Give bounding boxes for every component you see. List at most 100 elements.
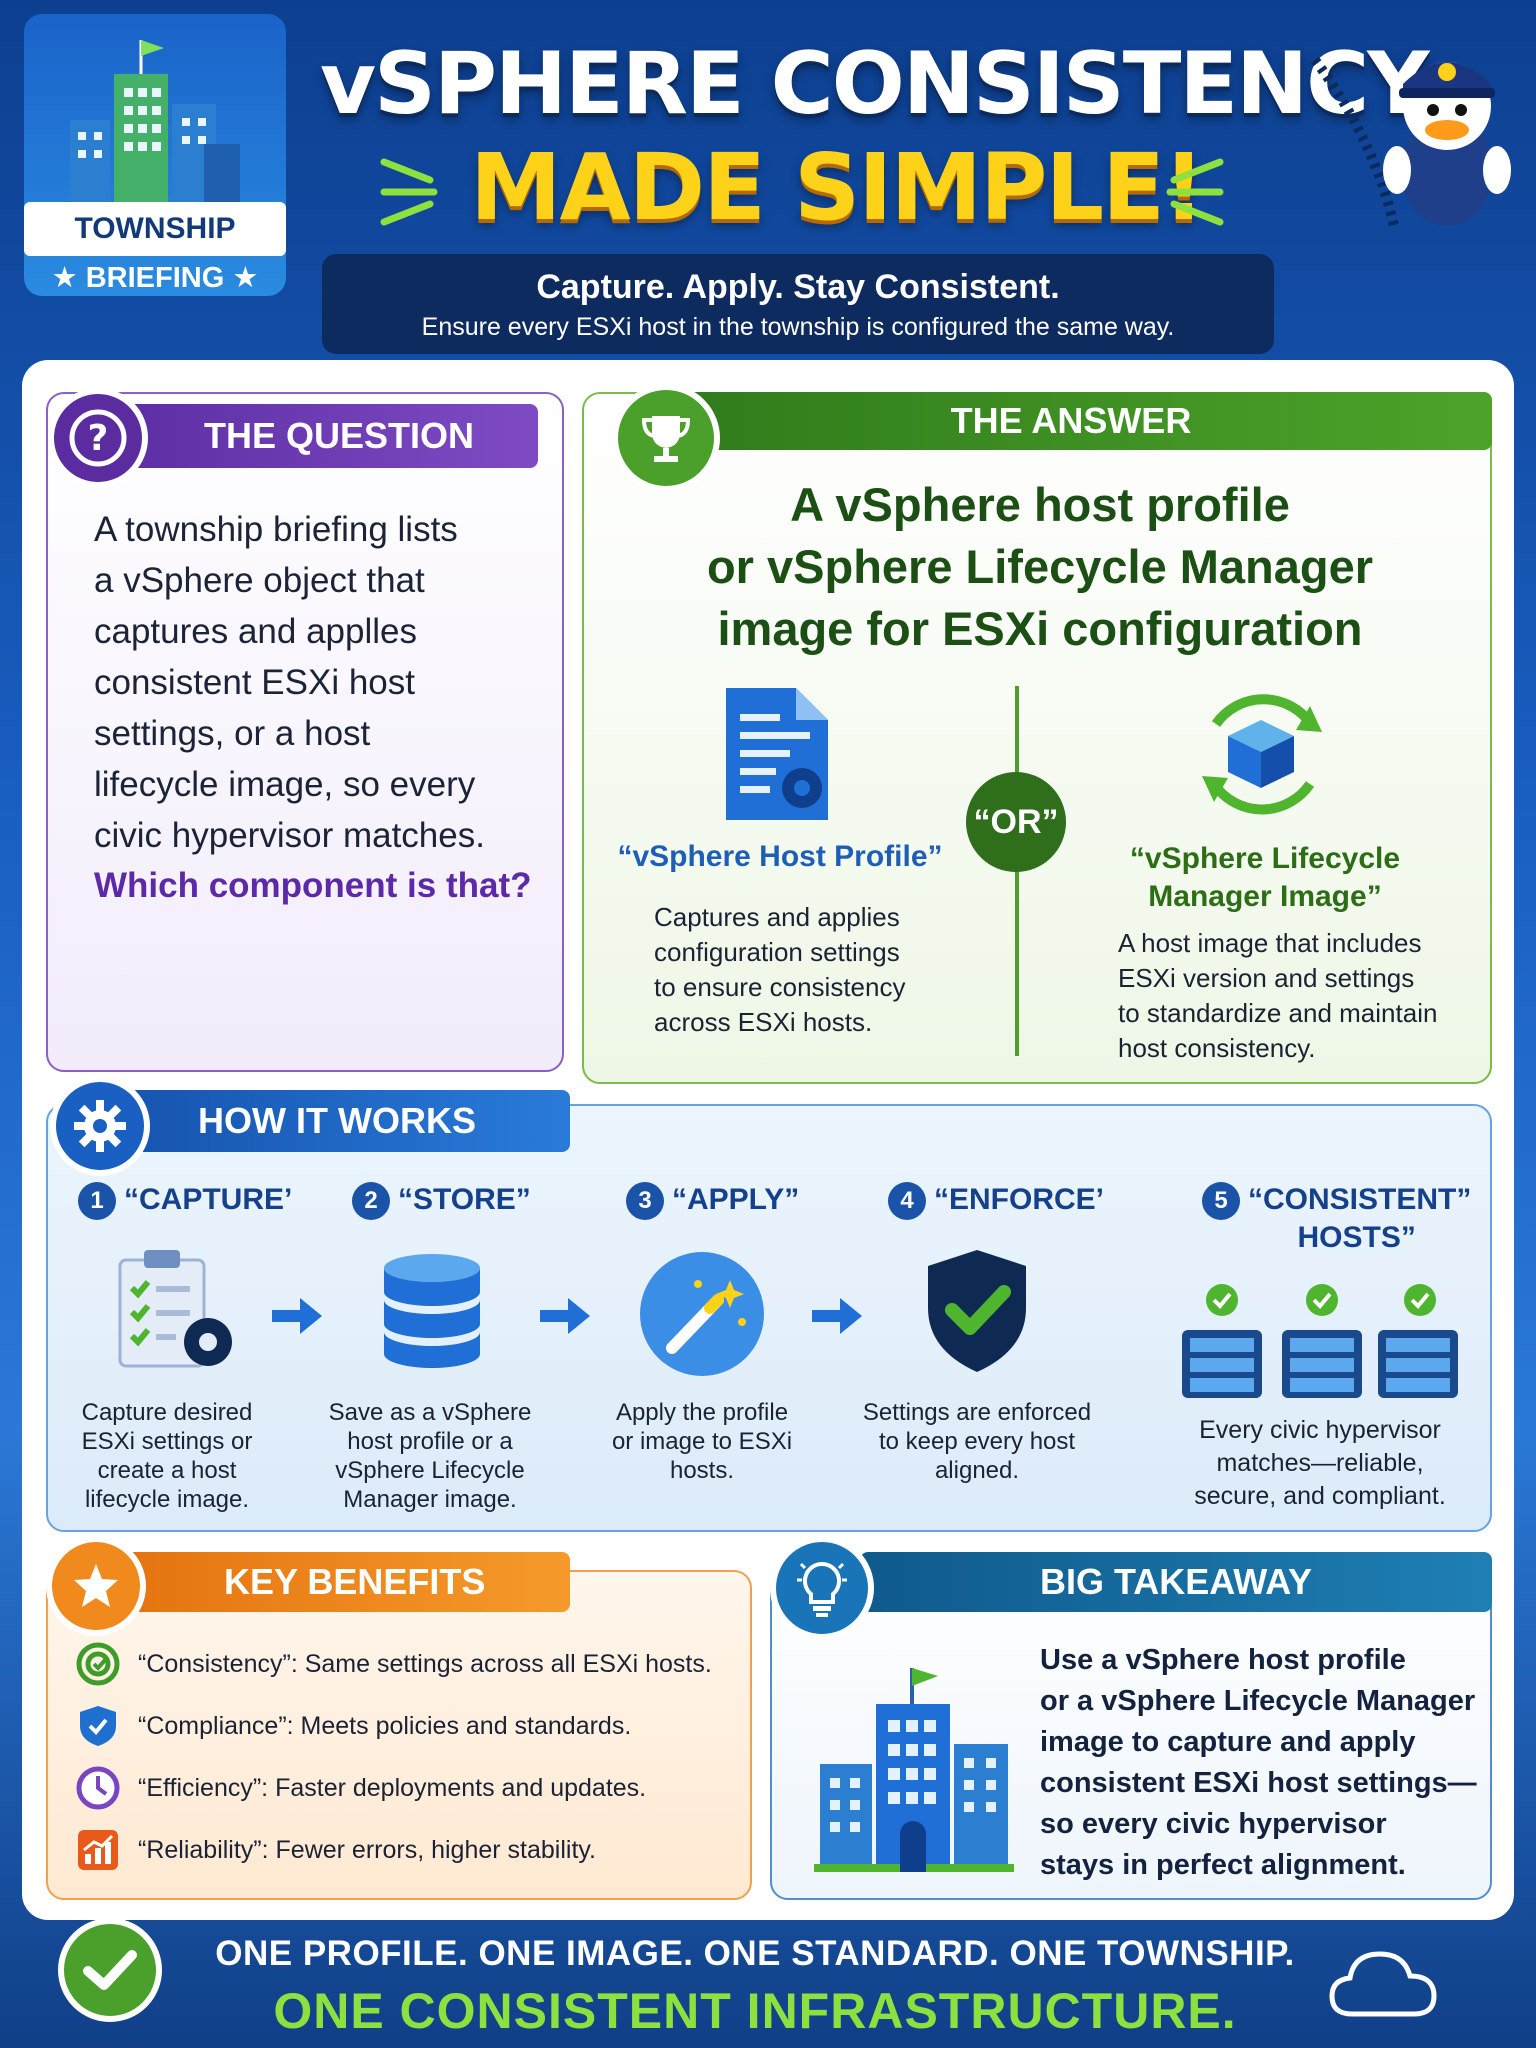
step-title: “CAPTURE’ — [124, 1182, 293, 1216]
magic-wand-icon — [640, 1252, 764, 1376]
how-it-works-heading: HOW IT WORKS — [80, 1090, 570, 1152]
gear-icon — [50, 1076, 150, 1176]
desc-line: Save as a vSphere — [328, 1399, 532, 1426]
step-5-label: 5“CONSISTENT” HOSTS” — [1202, 1182, 1471, 1256]
question-ask: Which component is that? — [94, 866, 532, 905]
step-1-description: Capture desired ESXi settings or create … — [62, 1398, 272, 1514]
big-takeaway-body: Use a vSphere host profile or a vSphere … — [1040, 1640, 1480, 1886]
host-profile-document-icon — [726, 688, 828, 820]
step-5-description: Every civic hypervisor matches—reliable,… — [1180, 1414, 1460, 1513]
lifecycle-image-cube-icon — [1202, 694, 1322, 815]
cloud-icon — [1329, 1951, 1437, 2017]
chart-icon — [78, 1830, 118, 1870]
desc-line: host profile or a — [347, 1428, 513, 1455]
township-building-icon — [814, 1668, 1014, 1872]
step-title: “CONSISTENT” — [1248, 1183, 1472, 1216]
answer-title-line: or vSphere Lifecycle Manager — [706, 540, 1374, 593]
shield-check-icon — [928, 1250, 1026, 1372]
step-title-2: HOSTS” — [1297, 1221, 1416, 1255]
desc-line: vSphere Lifecycle — [335, 1457, 525, 1484]
step-4-description: Settings are enforced to keep every host… — [852, 1398, 1102, 1485]
desc-line: Every civic hypervisor — [1199, 1416, 1441, 1444]
question-line: A township briefing lists — [94, 510, 458, 549]
desc-line: to keep every host — [878, 1428, 1076, 1455]
step-2-description: Save as a vSphere host profile or a vSph… — [320, 1398, 540, 1514]
svg-text:?: ? — [88, 418, 109, 459]
host-profile-description: Captures and applies configuration setti… — [654, 900, 954, 1040]
desc-line: create a host — [97, 1457, 237, 1484]
answer-heading: THE ANSWER — [650, 392, 1492, 450]
desc-line: to ensure consistency — [654, 972, 906, 1002]
arrow-right-icon — [812, 1298, 862, 1334]
answer-title-line: image for ESXi configuration — [717, 602, 1363, 655]
question-line: a vSphere object that — [94, 561, 425, 600]
desc-line: Apply the profile — [615, 1399, 789, 1426]
question-line: lifecycle image, so every — [94, 765, 476, 804]
key-benefits-heading: KEY BENEFITS — [80, 1552, 570, 1612]
step-number: 4 — [888, 1182, 926, 1220]
benefit-text: “Efficiency”: Faster deployments and upd… — [138, 1773, 647, 1802]
desc-line: matches—reliable, — [1216, 1449, 1424, 1477]
big-takeaway-heading: BIG TAKEAWAY — [860, 1552, 1492, 1612]
clock-icon — [76, 1766, 120, 1810]
desc-line: A host image that includes — [1118, 928, 1422, 958]
answer-title-line: A vSphere host profile — [790, 478, 1290, 531]
name-line: “vSphere Lifecycle — [1129, 842, 1401, 875]
step-number: 2 — [352, 1182, 390, 1220]
arrow-right-icon — [540, 1298, 590, 1334]
desc-line: hosts. — [669, 1457, 735, 1484]
duck-mascot-icon — [1310, 57, 1511, 232]
footer-slogan: ONE PROFILE. ONE IMAGE. ONE STANDARD. ON… — [215, 1934, 1295, 1973]
step-title: “STORE” — [398, 1182, 531, 1216]
step-4-label: 4“ENFORCE’ — [888, 1182, 1104, 1220]
question-mark-icon: ? — [48, 388, 148, 488]
desc-line: Capture desired — [81, 1399, 253, 1426]
name-line: Manager Image” — [1148, 880, 1382, 913]
step-3-label: 3“APPLY” — [626, 1182, 799, 1220]
desc-line: secure, and compliant. — [1194, 1482, 1446, 1510]
step-2-label: 2“STORE” — [352, 1182, 531, 1220]
desc-line: ESXi version and settings — [1118, 963, 1415, 993]
trophy-icon — [612, 384, 720, 492]
step-number: 3 — [626, 1182, 664, 1220]
benefit-text: “Consistency”: Same settings across all … — [138, 1649, 712, 1678]
question-line: civic hypervisor matches. — [94, 816, 485, 855]
desc-line: ESXi settings or — [81, 1428, 253, 1455]
question-body: A township briefing lists a vSphere obje… — [94, 504, 534, 861]
tagline-box: Capture. Apply. Stay Consistent. Ensure … — [322, 254, 1274, 354]
desc-line: Settings are enforced — [862, 1399, 1092, 1426]
question-line: consistent ESXi host — [94, 663, 415, 702]
desc-line: configuration settings — [654, 937, 900, 967]
benefit-compliance: “Compliance”: Meets policies and standar… — [76, 1704, 631, 1748]
question-line: captures and applles — [94, 612, 417, 651]
desc-line: Captures and applies — [654, 902, 900, 932]
target-icon — [76, 1642, 120, 1686]
lifecycle-image-name: “vSphere Lifecycle Manager Image” — [1090, 840, 1440, 916]
takeaway-line: consistent ESXi host settings— — [1040, 1767, 1477, 1799]
question-line: settings, or a host — [94, 714, 371, 753]
desc-line: lifecycle image. — [84, 1486, 250, 1513]
badge-subtitle: ★ BRIEFING ★ — [51, 262, 259, 294]
step-number: 5 — [1202, 1182, 1240, 1221]
lightbulb-icon — [770, 1536, 874, 1640]
badge-title: TOWNSHIP — [24, 202, 286, 256]
benefit-consistency: “Consistency”: Same settings across all … — [76, 1642, 712, 1686]
desc-line: host consistency. — [1118, 1033, 1316, 1063]
answer-title: A vSphere host profile or vSphere Lifecy… — [640, 474, 1440, 660]
title-line-1: vSPHERE CONSISTENCY — [320, 34, 1430, 134]
lifecycle-image-description: A host image that includes ESXi version … — [1118, 926, 1478, 1066]
title-line-2: MADE SIMPLE! — [470, 134, 1205, 241]
question-card — [46, 392, 564, 1072]
consistent-hosts-icon — [1182, 1284, 1458, 1398]
clipboard-checklist-icon — [118, 1250, 232, 1368]
desc-line: aligned. — [934, 1457, 1020, 1484]
takeaway-line: stays in perfect alignment. — [1040, 1849, 1406, 1881]
step-number: 1 — [78, 1182, 116, 1220]
desc-line: across ESXi hosts. — [654, 1007, 873, 1037]
right-sparkle-icon — [1166, 158, 1224, 226]
benefit-reliability: “Reliability”: Fewer errors, higher stab… — [76, 1828, 596, 1872]
city-buildings-icon — [70, 40, 240, 204]
desc-line: Manager image. — [343, 1486, 517, 1513]
desc-line: to standardize and maintain — [1118, 998, 1438, 1028]
footer-tagline: ONE CONSISTENT INFRASTRUCTURE. — [273, 1983, 1237, 2039]
